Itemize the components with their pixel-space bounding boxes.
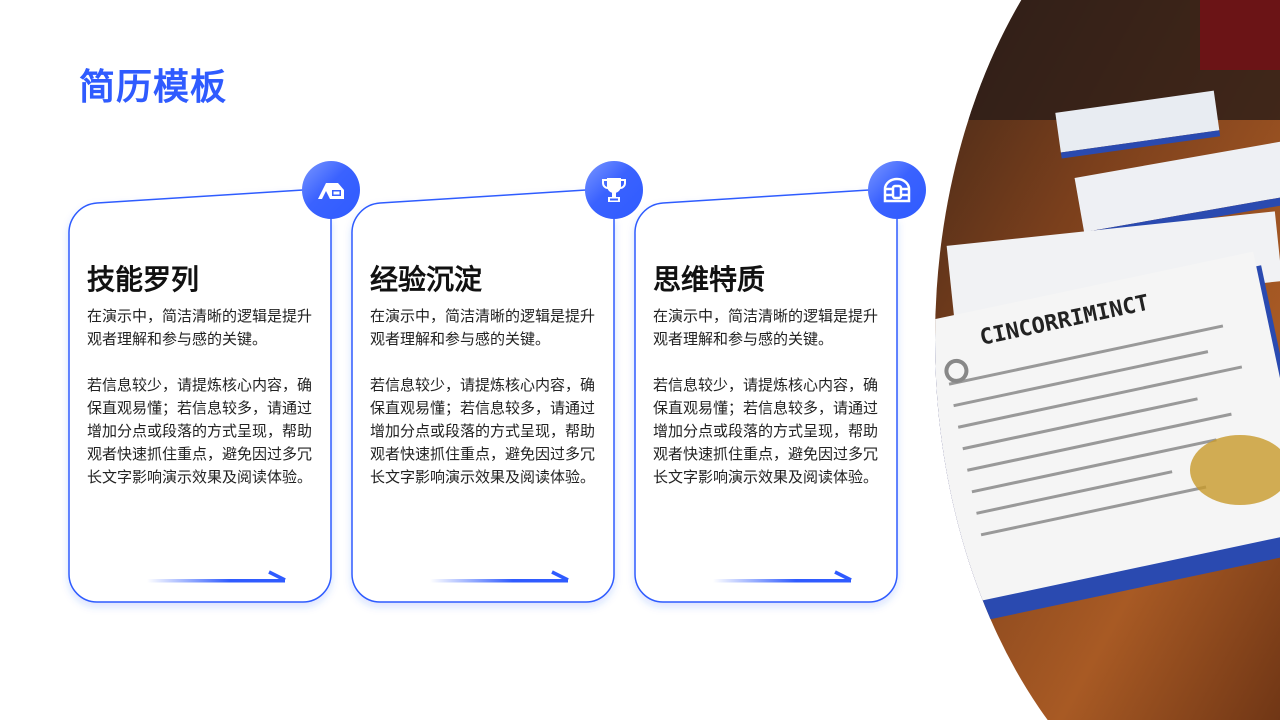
card-body: 在演示中，简洁清晰的逻辑是提升观者理解和参与感的关键。 若信息较少，请提炼核心内… [370,305,608,512]
card-outline [68,189,332,603]
card-heading: 思维特质 [653,263,766,296]
card-heading: 技能罗列 [87,263,200,296]
card-3: 思维特质 在演示中，简洁清晰的逻辑是提升观者理解和参与感的关键。 若信息较少，请… [634,150,935,620]
treasure-chest-icon [868,161,926,219]
arrow-right-icon [713,570,852,583]
trophy-icon [585,161,643,219]
tent-icon [302,161,360,219]
card-body: 在演示中，简洁清晰的逻辑是提升观者理解和参与感的关键。 若信息较少，请提炼核心内… [653,305,891,512]
arrow-right-icon [430,570,569,583]
card-body: 在演示中，简洁清晰的逻辑是提升观者理解和参与感的关键。 若信息较少，请提炼核心内… [87,305,325,512]
card-paragraph: 若信息较少，请提炼核心内容，确保直观易懂；若信息较多，请通过增加分点或段落的方式… [370,376,596,486]
card-paragraph: 若信息较少，请提炼核心内容，确保直观易懂；若信息较多，请通过增加分点或段落的方式… [653,376,879,486]
card-1: 技能罗列 在演示中，简洁清晰的逻辑是提升观者理解和参与感的关键。 若信息较少，请… [68,150,369,620]
card-2: 经验沉淀 在演示中，简洁清晰的逻辑是提升观者理解和参与感的关键。 若信息较少，请… [351,150,652,620]
card-paragraph: 在演示中，简洁清晰的逻辑是提升观者理解和参与感的关键。 [370,307,596,348]
card-paragraph: 若信息较少，请提炼核心内容，确保直观易懂；若信息较多，请通过增加分点或段落的方式… [87,376,313,486]
card-outline [351,189,615,603]
card-paragraph: 在演示中，简洁清晰的逻辑是提升观者理解和参与感的关键。 [653,307,879,348]
arrow-right-icon [147,570,286,583]
page-title: 简历模板 [79,67,228,108]
svg-text:CINCORRIMINCT: CINCORRIMINCT [978,291,1152,351]
card-outline [634,189,898,603]
card-paragraph: 在演示中，简洁清晰的逻辑是提升观者理解和参与感的关键。 [87,307,313,348]
card-heading: 经验沉淀 [370,263,483,296]
